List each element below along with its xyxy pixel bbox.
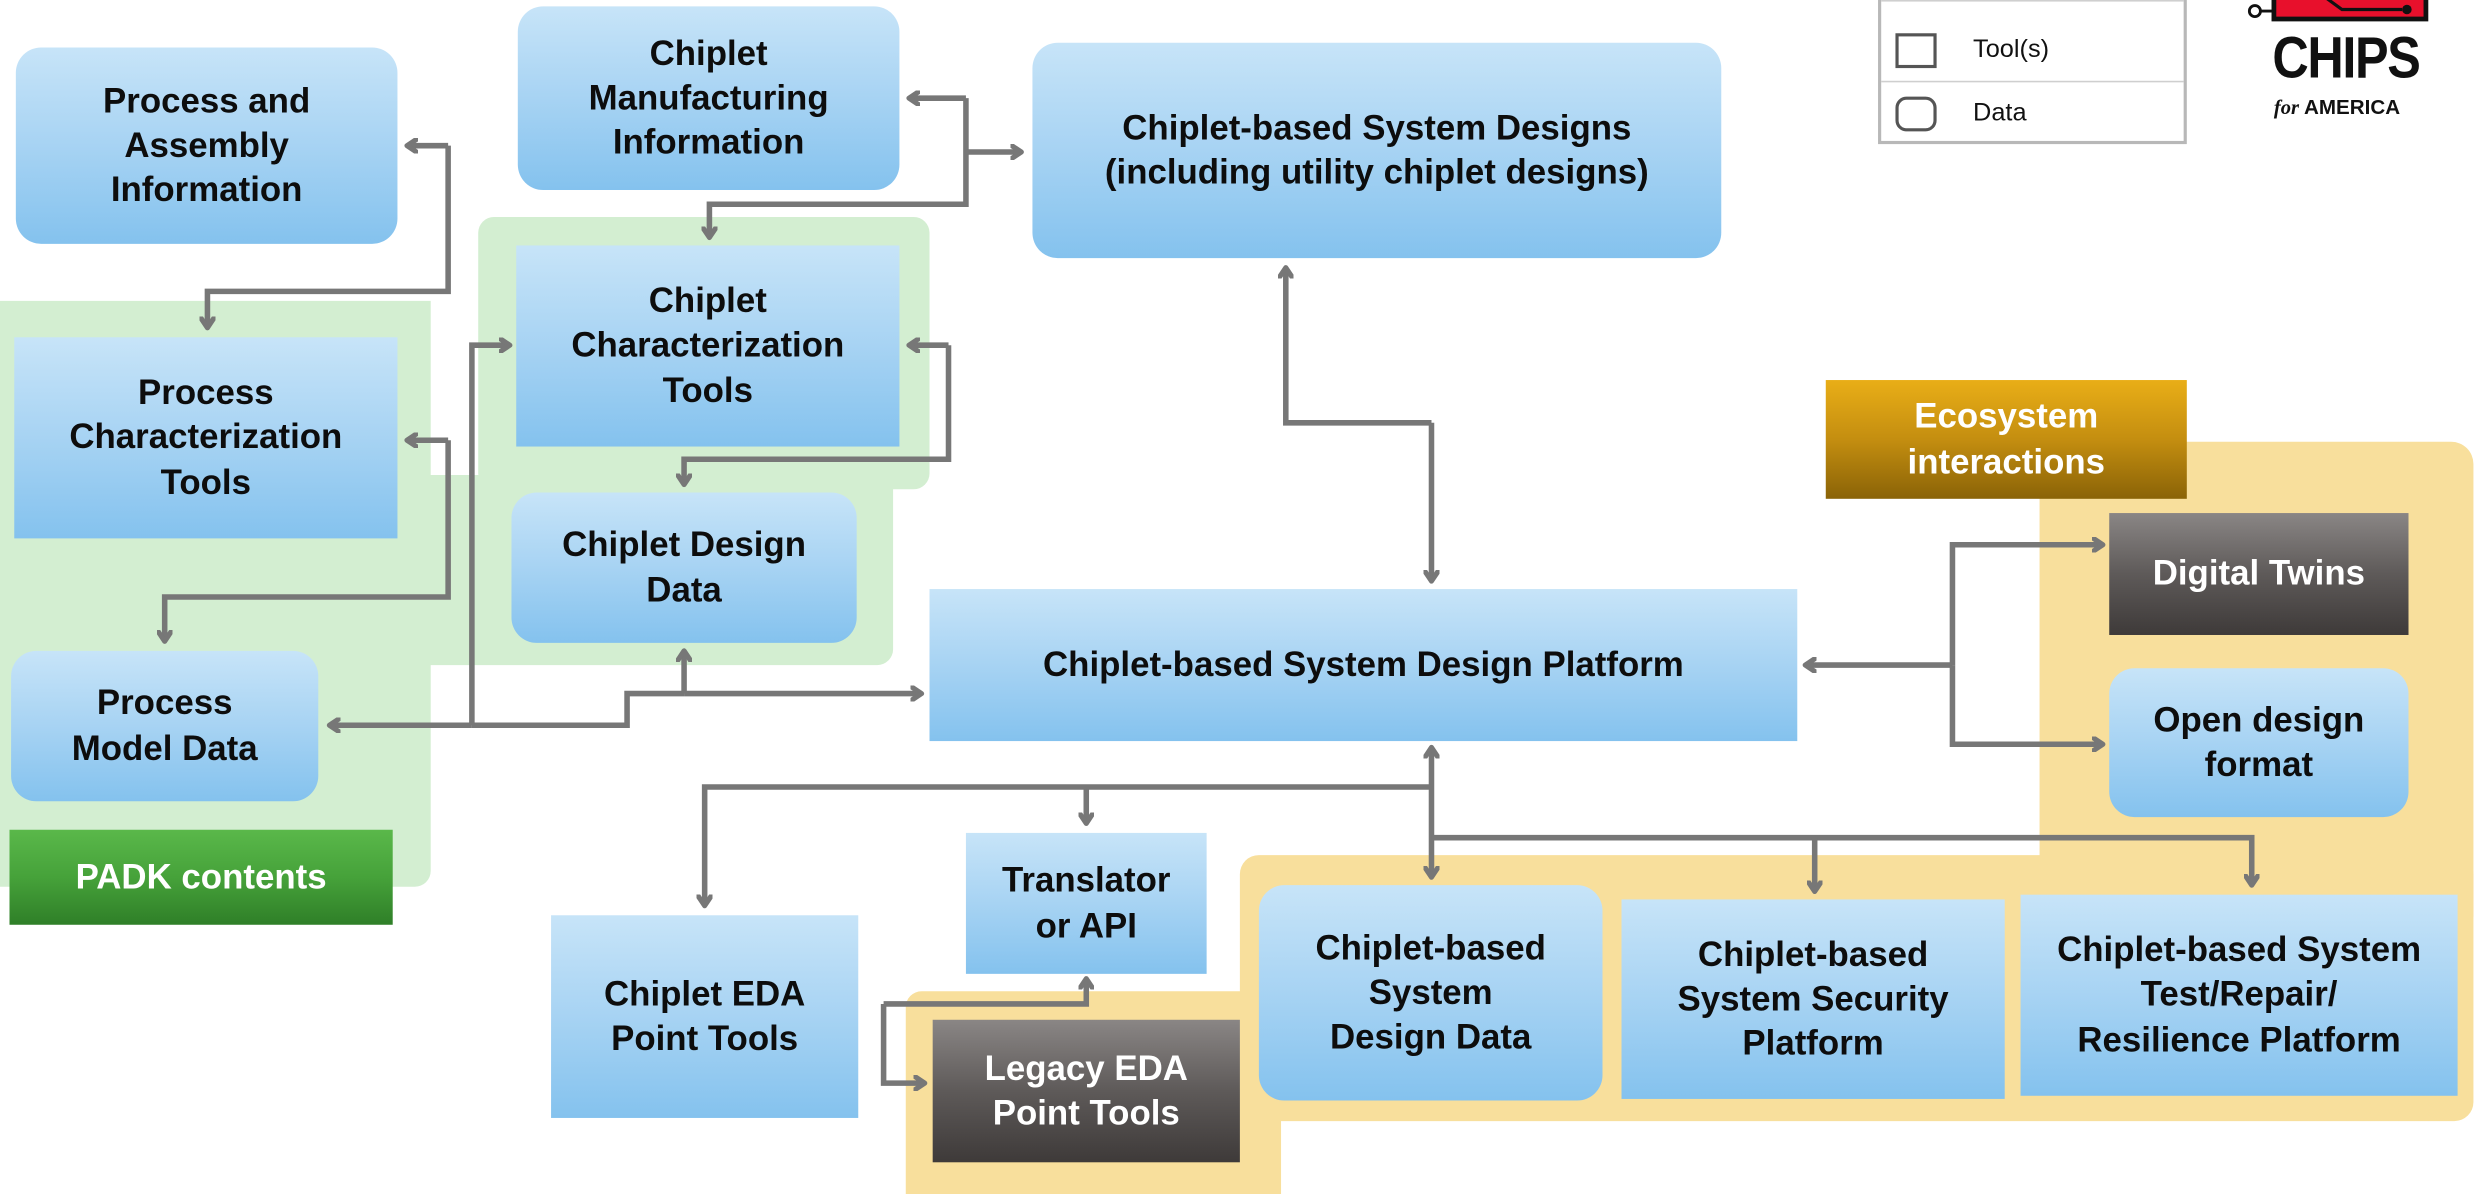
arrow-to-digital-twins	[1949, 545, 2102, 666]
data-rounded-square-icon	[1895, 96, 1937, 132]
arrow-to-open-format	[1949, 665, 2102, 744]
logo-for: for	[2273, 95, 2300, 119]
legacy-eda-point-tools-node: Legacy EDA Point Tools	[932, 1019, 1240, 1163]
system-design-data-node: Chiplet-based System Design Data	[1258, 885, 1603, 1101]
arrow-bottom-bus	[705, 784, 1432, 906]
chiplet-system-designs-node: Chiplet-based System Designs (including …	[1032, 42, 1722, 259]
arrow-bus-right	[1431, 834, 2251, 886]
legend-divider	[1881, 80, 2184, 83]
translator-api-node: Translator or API	[965, 832, 1207, 974]
arrow-to-legacy-eda	[880, 1003, 925, 1083]
system-security-platform-node: Chiplet-based System Security Platform	[1621, 899, 2005, 1099]
process-characterization-tools-node: Process Characterization Tools	[14, 337, 398, 539]
arrow-cct-to-cdd	[684, 345, 952, 484]
system-test-repair-platform-node: Chiplet-based System Test/Repair/ Resili…	[2020, 894, 2458, 1096]
legend-row-data: Data	[1881, 82, 2183, 145]
chip-graphic-icon	[2247, 0, 2429, 22]
chips-for-america-logo: CHIPS for AMERICA	[2244, 0, 2450, 143]
logo-country: AMERICA	[2304, 95, 2401, 119]
padk-contents-label: PADK contents	[9, 829, 393, 925]
arrow-hub-line	[471, 690, 685, 729]
process-assembly-info-node: Process and Assembly Information	[15, 47, 398, 244]
legend-data-label: Data	[1973, 99, 2027, 127]
process-model-data-node: Process Model Data	[11, 650, 319, 802]
chiplet-characterization-tools-node: Chiplet Characterization Tools	[516, 245, 900, 447]
arrow-pct-to-pmd	[165, 440, 451, 641]
chiplet-eda-point-tools-node: Chiplet EDA Point Tools	[551, 915, 859, 1118]
chiplet-manufacturing-info-node: Chiplet Manufacturing Information	[517, 6, 900, 191]
system-design-platform-node: Chiplet-based System Design Platform	[929, 589, 1798, 742]
legend-row-tools: Tool(s)	[1881, 19, 2183, 82]
legend-tools-label: Tool(s)	[1973, 36, 2050, 64]
logo-subtitle: for AMERICA	[2274, 95, 2400, 120]
arrow-to-translator-bottom	[883, 979, 1087, 1007]
legend-divider-top	[1881, 0, 2184, 2]
digital-twins-node: Digital Twins	[2109, 513, 2409, 635]
arrow-pai-to-pct	[207, 145, 451, 328]
arrow-hub-to-cct	[469, 345, 510, 726]
ecosystem-interactions-label: Ecosystem interactions	[1825, 380, 2187, 499]
chiplet-design-data-node: Chiplet Design Data	[511, 492, 857, 643]
legend: Tool(s) Data	[1878, 0, 2187, 145]
arrow-platform-to-designs	[1286, 268, 1432, 426]
open-design-format-node: Open design format	[2109, 668, 2409, 818]
logo-title: CHIPS	[2272, 25, 2421, 91]
tool-square-icon	[1895, 33, 1937, 69]
